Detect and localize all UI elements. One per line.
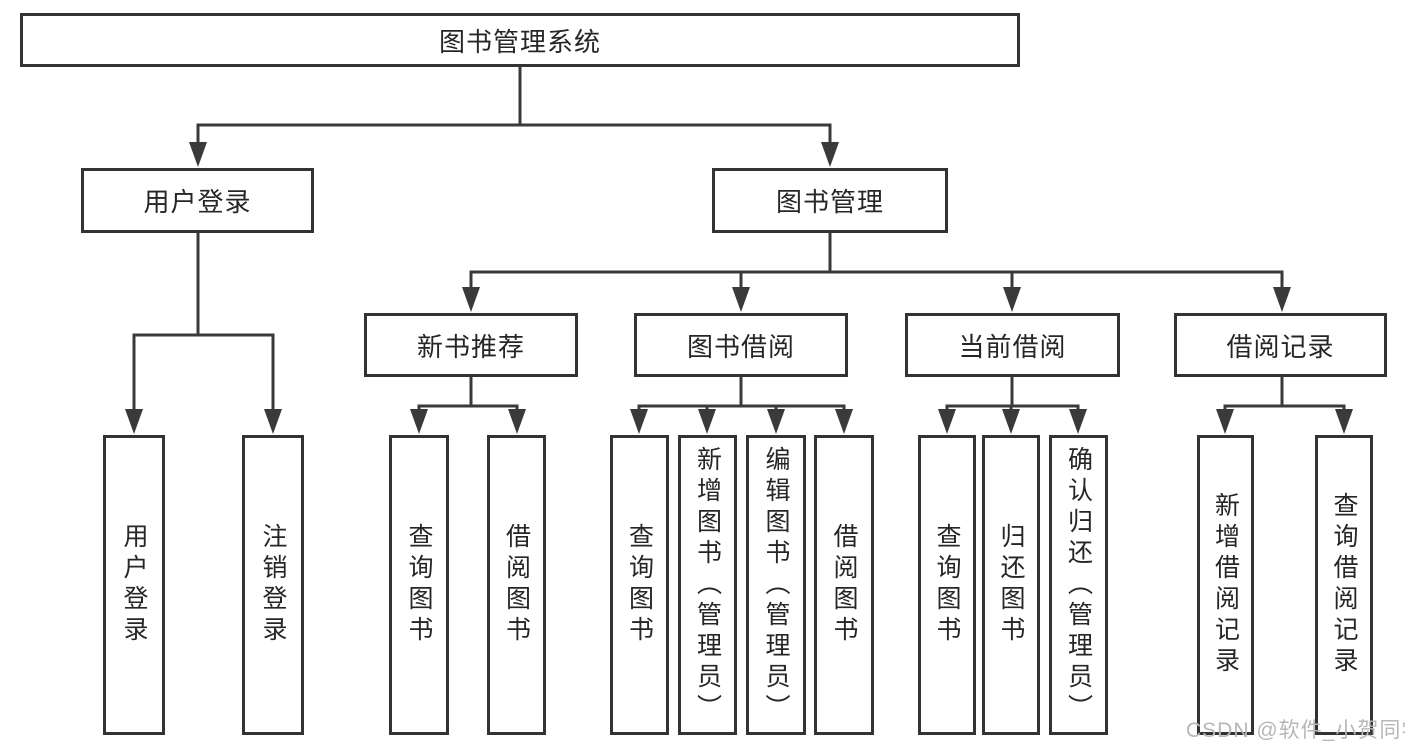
- leaf-add-book-admin: 新增图书（管理员）: [678, 435, 737, 735]
- node-root-book-management-system: 图书管理系统: [20, 13, 1020, 67]
- leaf-confirm-return-admin: 确认归还（管理员）: [1049, 435, 1108, 735]
- arrowhead-icon: [821, 142, 839, 167]
- arrowhead-icon: [125, 409, 143, 434]
- arrowhead-icon: [508, 409, 526, 434]
- leaf-return-books: 归还图书: [982, 435, 1040, 735]
- node-book-management: 图书管理: [712, 168, 948, 233]
- arrowhead-icon: [1216, 409, 1234, 434]
- leaf-user-login: 用户登录: [103, 435, 165, 735]
- leaf-borrow-books: 借阅图书: [814, 435, 874, 735]
- arrowhead-icon: [462, 287, 480, 312]
- arrowhead-icon: [732, 287, 750, 312]
- node-user-login: 用户登录: [81, 168, 314, 233]
- arrowhead-icon: [938, 409, 956, 434]
- leaf-edit-book-admin: 编辑图书（管理员）: [746, 435, 806, 735]
- leaf-query-books-recommend: 查询图书: [389, 435, 449, 735]
- node-new-book-recommendation: 新书推荐: [364, 313, 578, 377]
- csdn-watermark: CSDN @软件_小贺同学: [1186, 719, 1405, 742]
- leaf-query-borrow-record: 查询借阅记录: [1315, 435, 1373, 735]
- node-current-borrowing: 当前借阅: [905, 313, 1120, 377]
- arrowhead-icon: [1003, 287, 1021, 312]
- arrowhead-icon: [1069, 409, 1087, 434]
- arrowhead-icon: [1273, 287, 1291, 312]
- leaf-query-books-current: 查询图书: [918, 435, 976, 735]
- leaf-add-borrow-record: 新增借阅记录: [1197, 435, 1254, 735]
- node-borrowing-records: 借阅记录: [1174, 313, 1387, 377]
- arrowhead-icon: [1002, 409, 1020, 434]
- arrowhead-icon: [835, 409, 853, 434]
- arrowhead-icon: [630, 409, 648, 434]
- node-book-borrowing: 图书借阅: [634, 313, 848, 377]
- arrowhead-icon: [767, 409, 785, 434]
- leaf-logout: 注销登录: [242, 435, 304, 735]
- arrowhead-icon: [698, 409, 716, 434]
- arrowhead-icon: [264, 409, 282, 434]
- arrowhead-icon: [410, 409, 428, 434]
- arrowhead-icon: [1335, 409, 1353, 434]
- leaf-query-books-borrow: 查询图书: [610, 435, 669, 735]
- leaf-borrow-books-recommend: 借阅图书: [487, 435, 546, 735]
- arrowhead-icon: [189, 142, 207, 167]
